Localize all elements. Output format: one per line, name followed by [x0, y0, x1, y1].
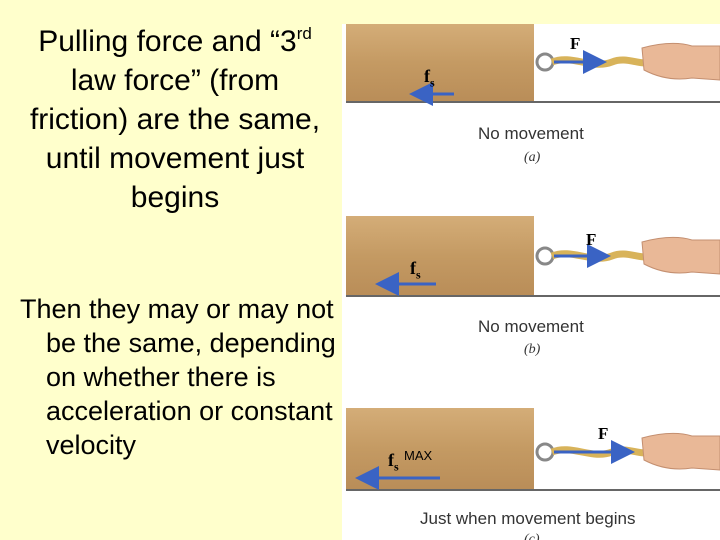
- friction-figure: F fs No movement (a) F fs No movement (b…: [342, 24, 720, 540]
- panel-c-friction-label: fs: [388, 450, 399, 474]
- panel-a-art: [346, 24, 720, 106]
- panel-a-friction-label: fs: [424, 66, 435, 90]
- friction-figure-art: [346, 24, 720, 491]
- hand: [641, 236, 720, 275]
- panel-b-friction-label: fs: [410, 258, 421, 282]
- panel-b-art: [346, 216, 720, 297]
- eye-hook: [535, 246, 555, 266]
- eye-hook: [535, 52, 555, 72]
- panel-c-sublabel: (c): [524, 532, 540, 540]
- panel-a-sublabel: (a): [524, 150, 541, 165]
- slide-title: Pulling force and “3rd law force” (from …: [29, 24, 321, 214]
- panel-b-sublabel: (b): [524, 342, 541, 357]
- wood-block: [346, 24, 534, 102]
- panel-c-max-label: MAX: [404, 448, 433, 463]
- panel-b-caption: No movement: [478, 317, 584, 336]
- panel-a-force-label: F: [570, 34, 581, 53]
- eye-hook: [535, 442, 555, 462]
- rope: [550, 250, 654, 262]
- rope: [550, 56, 654, 68]
- panel-c-art: [346, 408, 720, 491]
- hand: [641, 42, 720, 81]
- slide-body-text: Then they may or may not be the same, de…: [20, 294, 336, 460]
- panel-c-force-label: F: [598, 424, 609, 443]
- wood-block: [346, 216, 534, 296]
- panel-c-caption: Just when movement begins: [420, 509, 636, 528]
- panel-b-force-label: F: [586, 230, 597, 249]
- hand: [641, 432, 720, 471]
- panel-a-caption: No movement: [478, 124, 584, 143]
